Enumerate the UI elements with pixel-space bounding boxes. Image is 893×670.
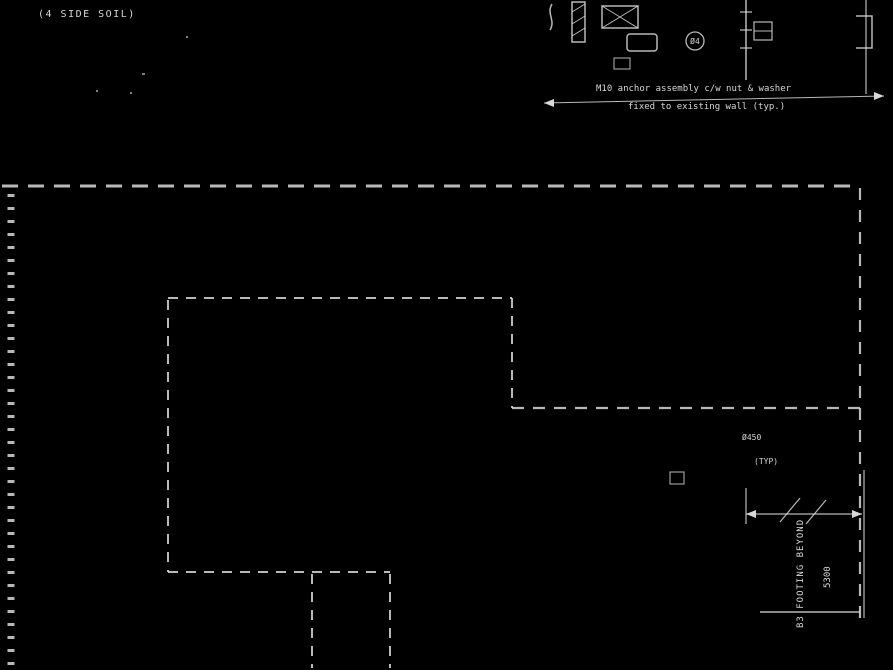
anchor-note-line2: fixed to existing wall (typ.) bbox=[628, 102, 785, 112]
annotations: (4 SIDE SOIL) M10 anchor assembly c/w nu… bbox=[38, 9, 833, 628]
anchor-note-line1: M10 anchor assembly c/w nut & washer bbox=[596, 84, 792, 94]
detail-leader-line bbox=[543, 95, 885, 104]
stray-speck bbox=[142, 73, 145, 75]
detail-sleeve bbox=[626, 33, 658, 52]
pile-typ-note: (TYP) bbox=[754, 457, 778, 466]
detail-column-hatch bbox=[571, 3, 586, 37]
detail-bubble-circle bbox=[685, 31, 705, 51]
leader-arrow-left bbox=[544, 99, 554, 107]
stray-speck bbox=[186, 36, 188, 38]
dim-arrow-left bbox=[746, 510, 756, 518]
filled-marks bbox=[96, 36, 884, 518]
dim-arrow-right bbox=[852, 510, 862, 518]
stray-speck bbox=[96, 90, 98, 92]
stray-speck bbox=[130, 92, 132, 94]
detail-squiggle bbox=[549, 3, 553, 31]
detail-bubble-label: Ø4 bbox=[690, 36, 700, 46]
pile-diameter-note: Ø450 bbox=[742, 432, 761, 442]
note-top-left: (4 SIDE SOIL) bbox=[38, 9, 136, 20]
detail-section-ticks bbox=[740, 11, 752, 49]
dimension-oblique-ticks bbox=[779, 497, 827, 525]
detail-plate-cross bbox=[601, 5, 639, 29]
footing-note: B3 FOOTING BEYOND bbox=[796, 519, 806, 628]
leader-arrow-right bbox=[874, 92, 884, 100]
detail-anchor-plate bbox=[601, 5, 639, 29]
detail-channel-bracket bbox=[856, 15, 873, 49]
detail-small-block bbox=[613, 57, 631, 70]
small-plan-block bbox=[669, 471, 685, 485]
detail-hatched-column bbox=[571, 1, 586, 43]
dimension-text-5300: 5300 bbox=[823, 566, 833, 588]
